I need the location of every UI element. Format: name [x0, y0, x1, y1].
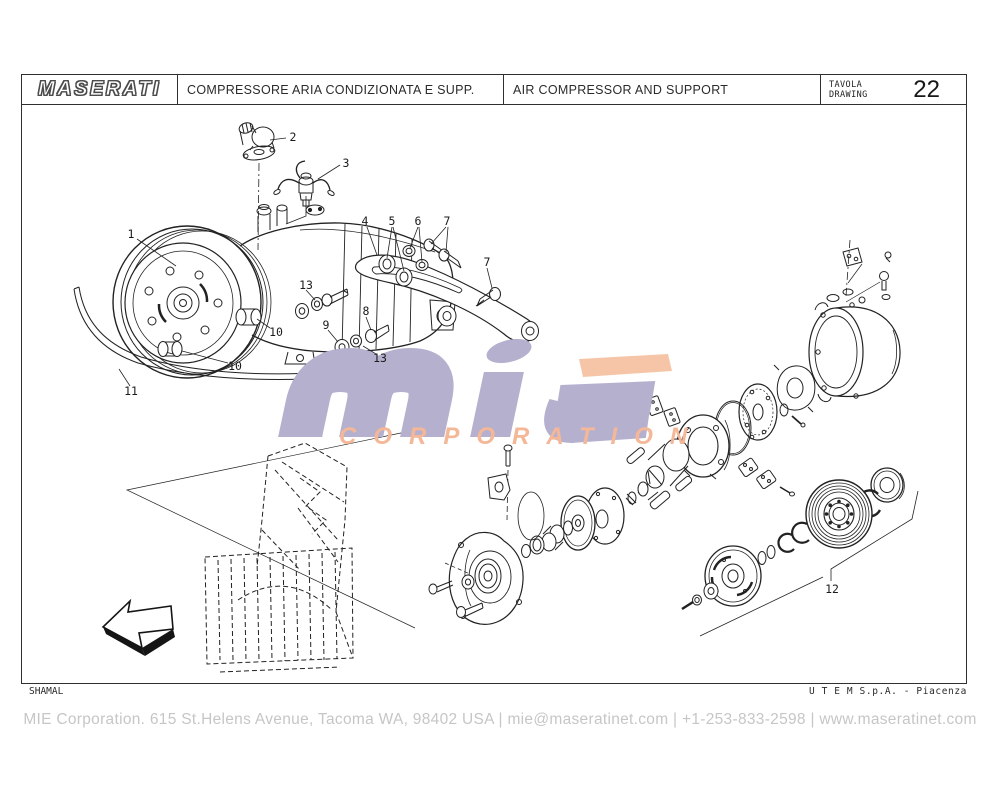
- title-english-cell: AIR COMPRESSOR AND SUPPORT: [504, 75, 821, 104]
- contact-line: MIE Corporation. 615 St.Helens Avenue, T…: [23, 711, 977, 728]
- tavola-drawing-label: TAVOLA DRAWING: [829, 80, 868, 100]
- watermark-logo-text: mie: [0, 0, 1, 1]
- header-bar: MASERATI COMPRESSORE ARIA CONDIZIONATA E…: [21, 74, 967, 105]
- page-title-italian: COMPRESSORE ARIA CONDIZIONATA E SUPP.: [187, 82, 475, 97]
- publisher-name: U T E M S.p.A. - Piacenza: [809, 686, 967, 697]
- maserati-logo: MASERATI: [38, 78, 161, 101]
- title-italian-cell: COMPRESSORE ARIA CONDIZIONATA E SUPP.: [178, 75, 504, 104]
- brand-cell: MASERATI: [22, 75, 178, 104]
- drawing-number: 22: [913, 75, 940, 103]
- drawing-frame: [21, 103, 967, 684]
- drawing-label: DRAWING: [829, 89, 868, 100]
- tavola-label: TAVOLA: [829, 79, 863, 90]
- model-name: SHAMAL: [29, 686, 64, 697]
- drawing-number-cell: TAVOLA DRAWING 22: [821, 75, 966, 104]
- page-title-english: AIR COMPRESSOR AND SUPPORT: [513, 82, 729, 97]
